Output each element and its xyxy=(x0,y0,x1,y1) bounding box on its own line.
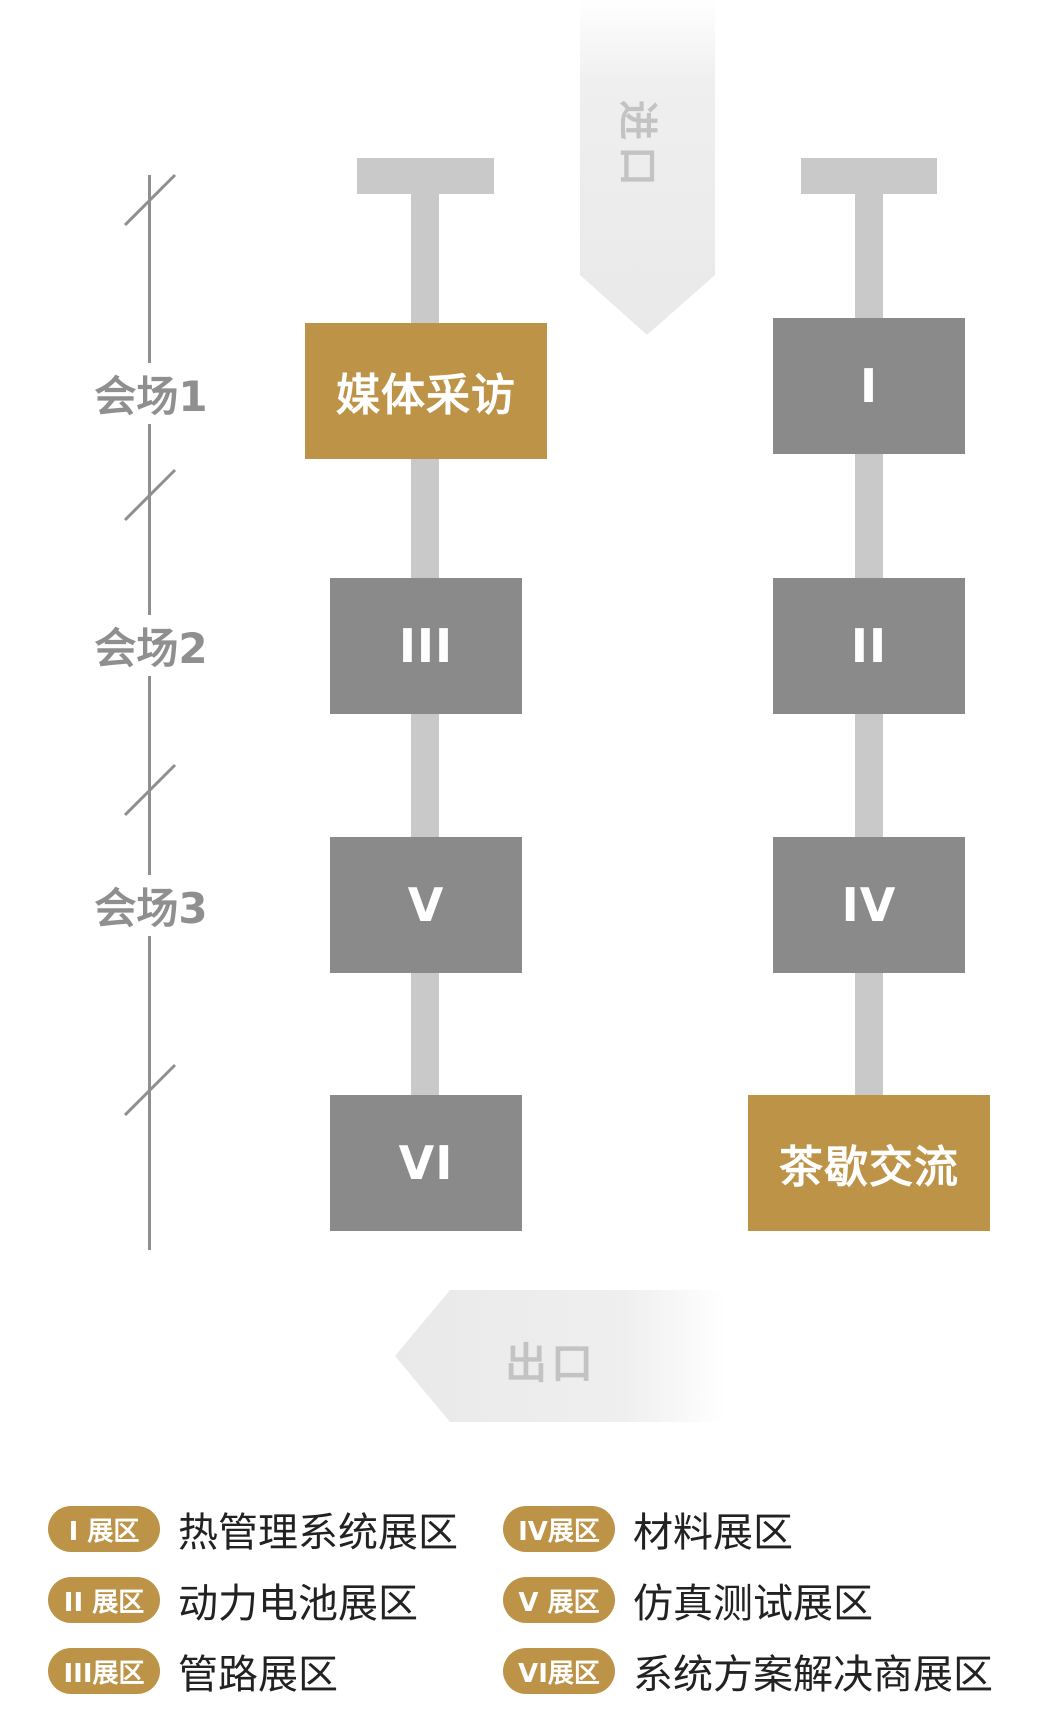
tea-break-zone: 茶歇交流 xyxy=(748,1095,990,1231)
legend-item-v: V 展区 仿真测试展区 xyxy=(503,1571,873,1629)
legend-item-iii: III展区 管路展区 xyxy=(48,1642,338,1700)
legend-badge: V 展区 xyxy=(503,1577,615,1623)
zone-iii-block: III xyxy=(330,578,522,714)
exit-arrow xyxy=(395,1290,725,1422)
legend-text: 材料展区 xyxy=(633,1510,793,1556)
legend-badge: I 展区 xyxy=(48,1506,160,1552)
venue-label-1: 会场1 xyxy=(86,363,216,424)
legend-text: 管路展区 xyxy=(178,1652,338,1698)
zone-v-block: V xyxy=(330,837,522,973)
media-interview-zone: 媒体采访 xyxy=(305,323,547,459)
legend-badge: III展区 xyxy=(48,1648,160,1694)
legend-item-iv: IV展区 材料展区 xyxy=(503,1500,793,1558)
legend-text: 动力电池展区 xyxy=(178,1581,418,1627)
zone-i-block: I xyxy=(773,318,965,454)
legend-badge: IV展区 xyxy=(503,1506,615,1552)
legend-text: 热管理系统展区 xyxy=(178,1510,458,1556)
zone-iv-block: IV xyxy=(773,837,965,973)
venue-label-3: 会场3 xyxy=(86,875,216,936)
venue-label-2: 会场2 xyxy=(86,615,216,676)
legend-item-vi: VI展区 系统方案解决商展区 xyxy=(503,1642,993,1700)
legend-text: 系统方案解决商展区 xyxy=(633,1652,993,1698)
zone-ii-block: II xyxy=(773,578,965,714)
exit-label: 出口 xyxy=(505,1339,598,1388)
legend-badge: VI展区 xyxy=(503,1648,615,1694)
legend-item-ii: II 展区 动力电池展区 xyxy=(48,1571,418,1629)
legend-item-i: I 展区 热管理系统展区 xyxy=(48,1500,458,1558)
legend-text: 仿真测试展区 xyxy=(633,1581,873,1627)
venue-timeline-line xyxy=(148,175,151,1250)
timeline-ticks xyxy=(123,173,177,1117)
legend-badge: II 展区 xyxy=(48,1577,160,1623)
zone-vi-block: VI xyxy=(330,1095,522,1231)
entrance-label: 进口 xyxy=(614,100,660,192)
entrance-arrow xyxy=(580,0,715,335)
